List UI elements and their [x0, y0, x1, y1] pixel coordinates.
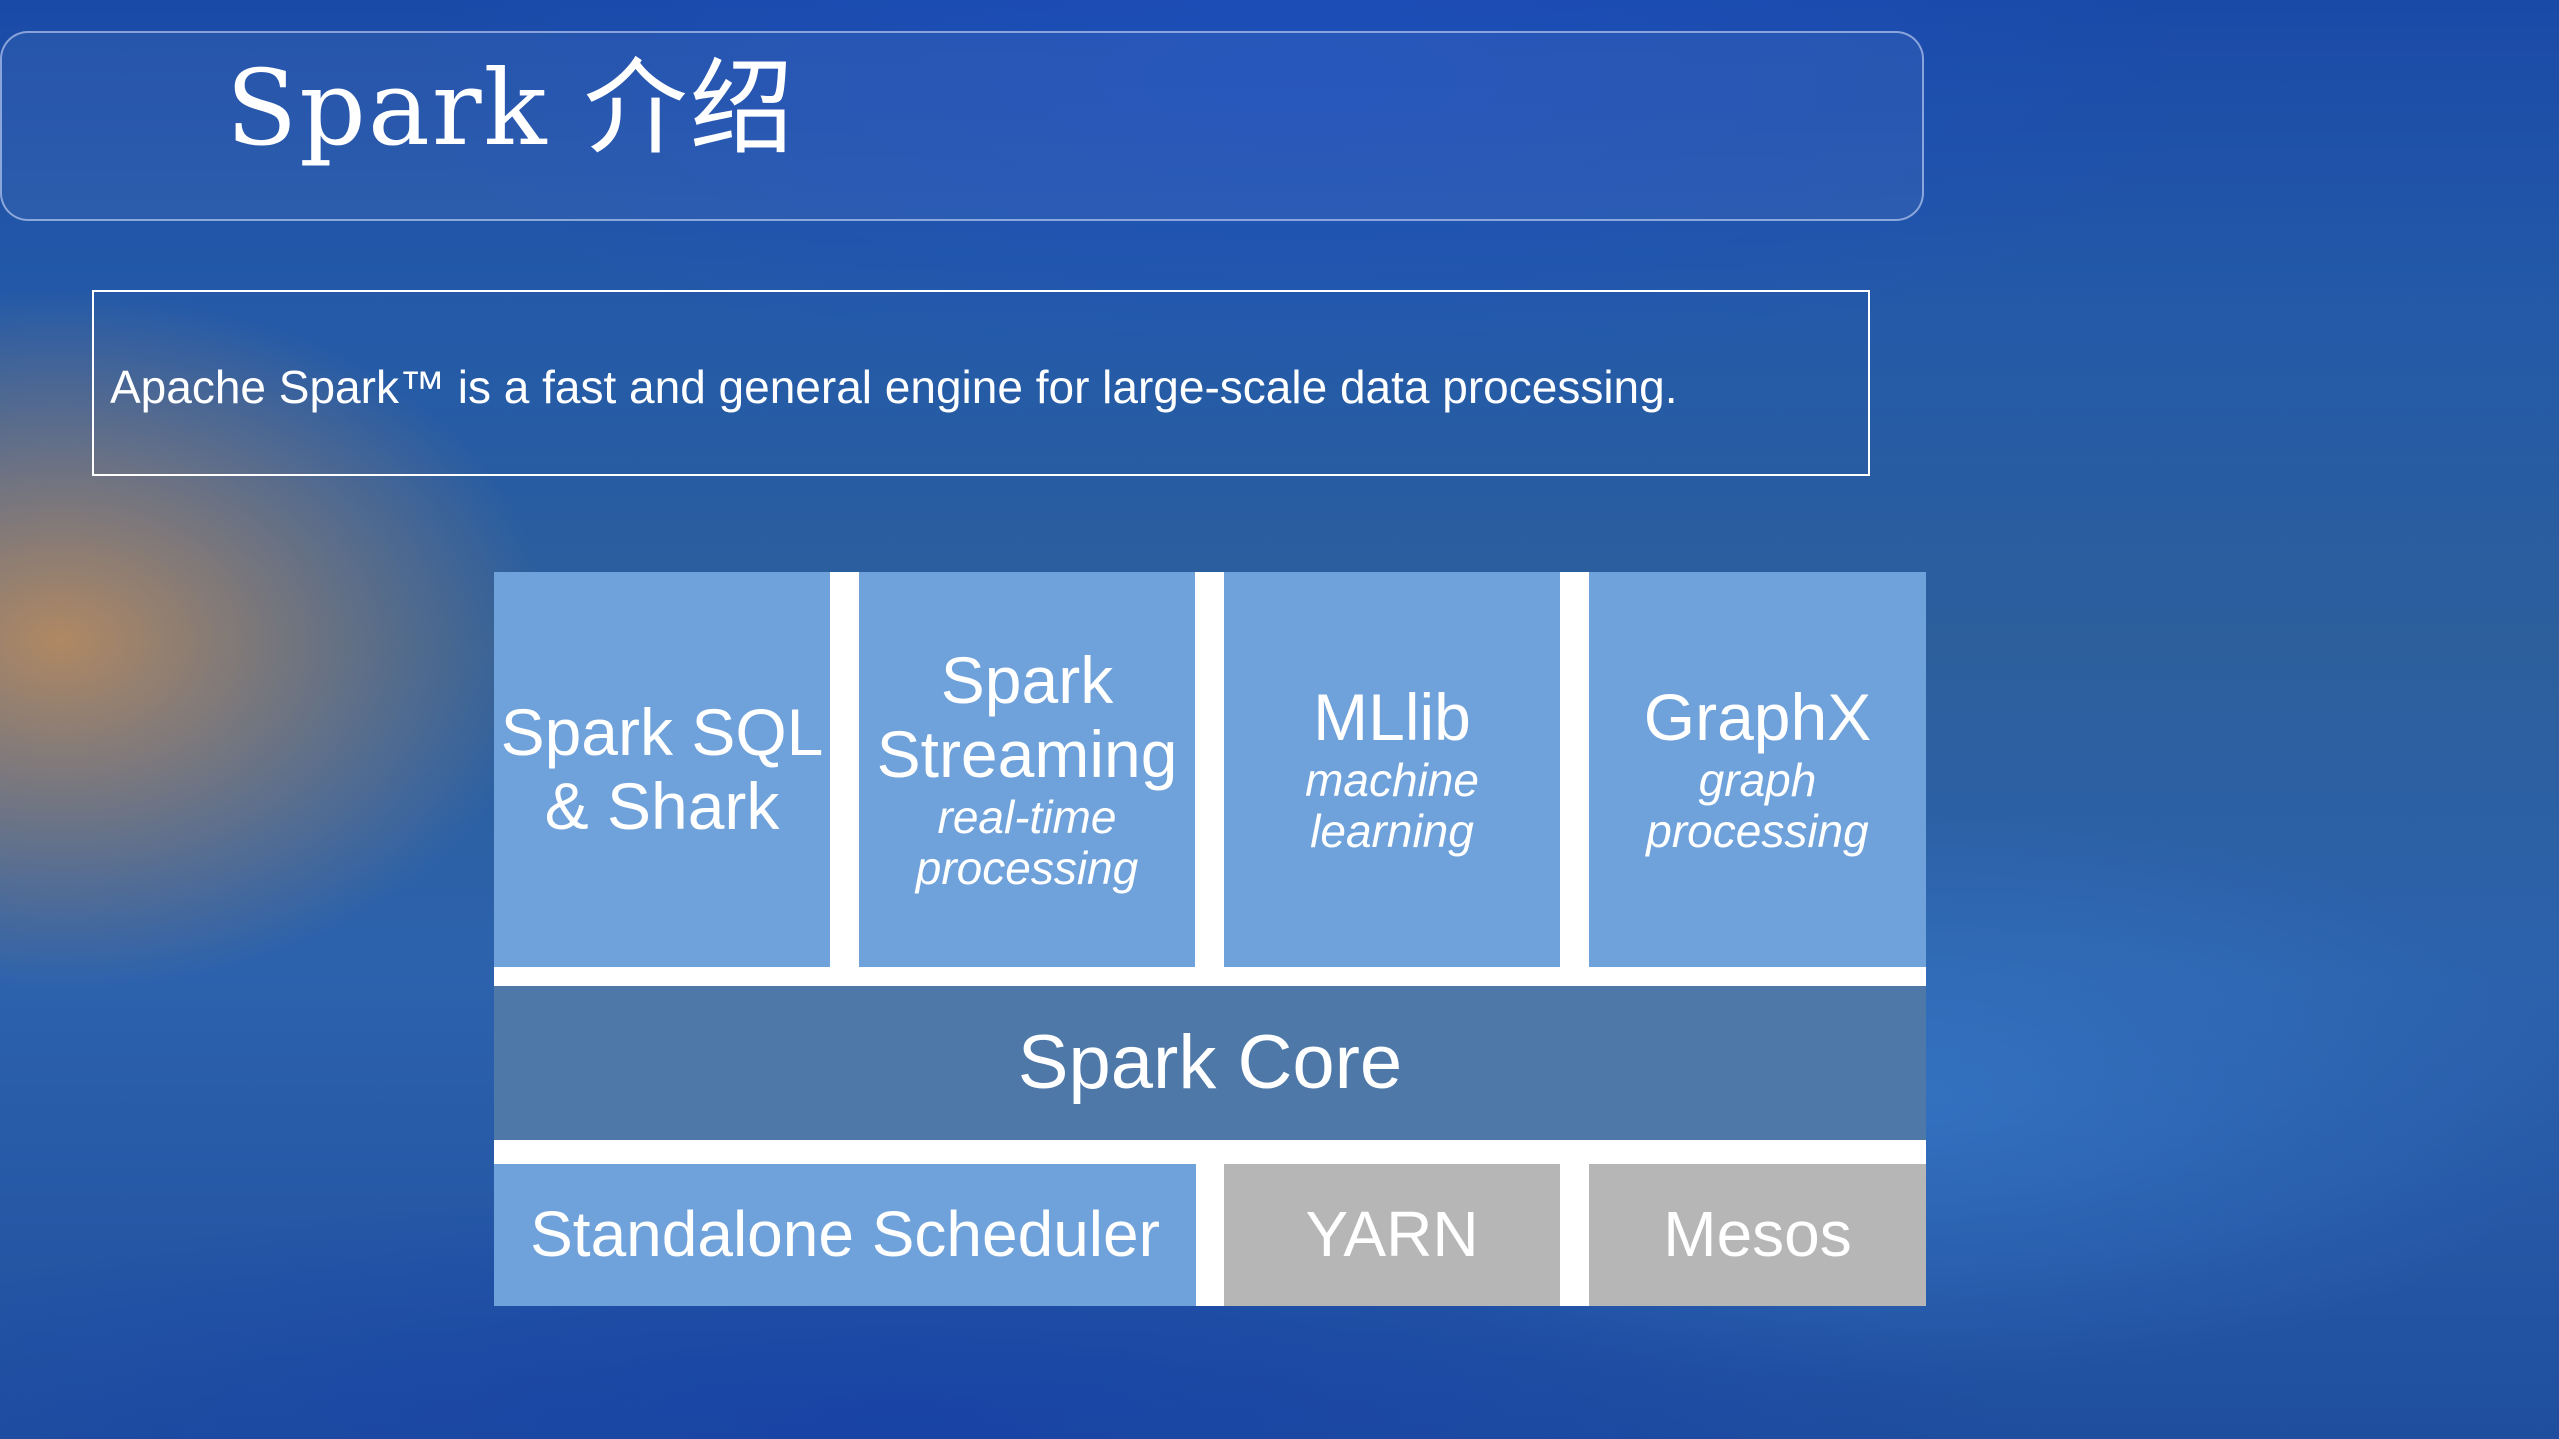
mllib-label: MLlib	[1313, 680, 1471, 755]
graphx-label: GraphX	[1643, 680, 1872, 755]
yarn-block: YARN	[1224, 1164, 1560, 1306]
spark-stack-diagram: Spark SQL & Shark Spark Streaming real-t…	[494, 572, 1926, 1306]
yarn-label: YARN	[1305, 1198, 1479, 1271]
spark-sql-label-line2: & Shark	[544, 768, 780, 843]
title-panel	[0, 31, 1924, 221]
mllib-sub-line1: machine	[1305, 753, 1479, 806]
mesos-label: Mesos	[1663, 1198, 1852, 1271]
standalone-scheduler-block: Standalone Scheduler	[494, 1164, 1196, 1306]
spark-sql-label-line1: Spark SQL	[500, 694, 824, 769]
spark-core-block: Spark Core	[494, 986, 1926, 1140]
mesos-block: Mesos	[1589, 1164, 1926, 1306]
description-text: Apache Spark™ is a fast and general engi…	[110, 361, 1678, 413]
slide-title: Spark 介绍	[226, 47, 796, 169]
spark-streaming-block: Spark Streaming real-time processing	[859, 572, 1195, 967]
spark-sql-shark-block: Spark SQL & Shark	[494, 572, 830, 967]
spark-streaming-label-line1: Spark	[940, 643, 1114, 718]
graphx-sub-line1: graph	[1698, 753, 1817, 806]
graphx-sub-line2: processing	[1646, 805, 1869, 858]
spark-streaming-label-line2: Streaming	[876, 716, 1178, 791]
mllib-sub-line2: learning	[1310, 805, 1474, 858]
graphx-block: GraphX graph processing	[1589, 572, 1926, 967]
description-box	[92, 290, 1870, 476]
standalone-scheduler-label: Standalone Scheduler	[530, 1198, 1160, 1271]
spark-core-label: Spark Core	[1017, 1020, 1403, 1106]
spark-streaming-sub-line2: processing	[915, 842, 1139, 895]
mllib-block: MLlib machine learning	[1224, 572, 1560, 967]
spark-streaming-sub-line1: real-time	[937, 790, 1117, 843]
